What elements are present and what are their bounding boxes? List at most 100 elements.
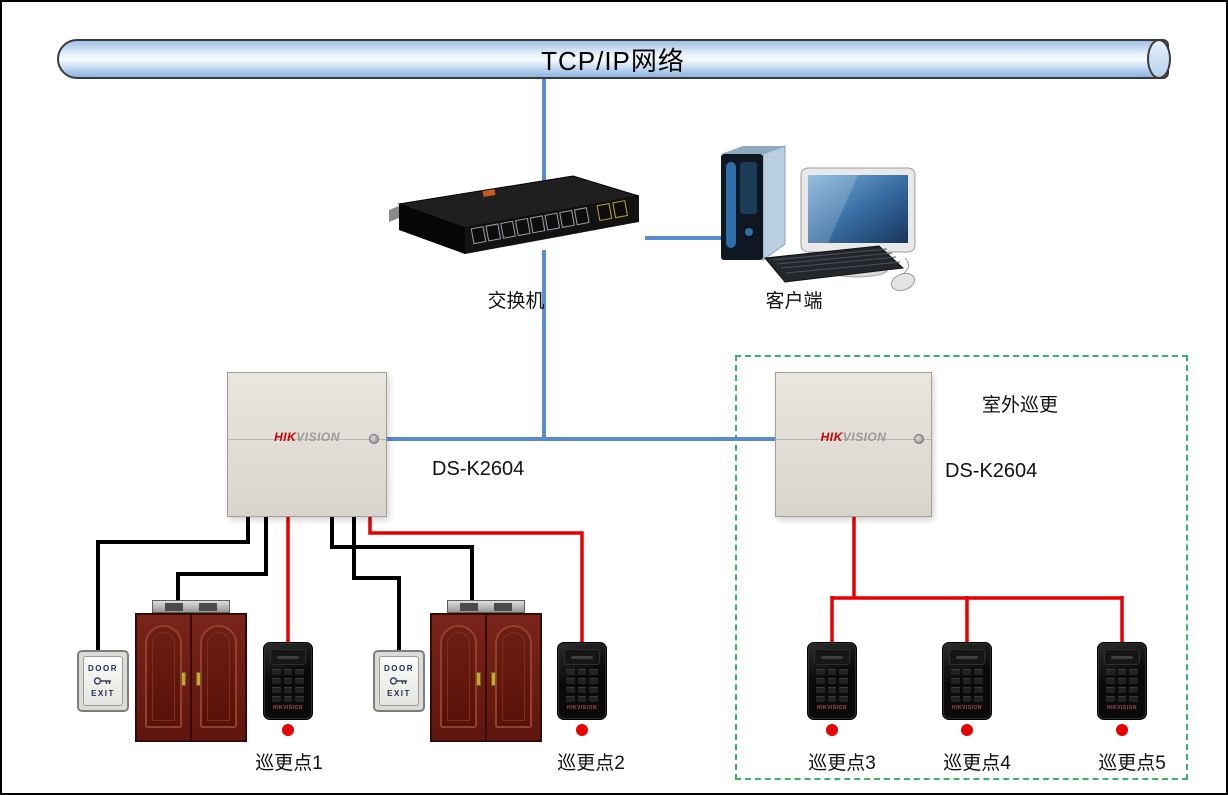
door-panel xyxy=(440,625,477,728)
patrol-dot-1 xyxy=(282,724,294,736)
patrol-dot-2 xyxy=(576,724,588,736)
red-wire-reader2 xyxy=(368,514,584,646)
door-handle xyxy=(476,672,481,686)
network-title: TCP/IP网络 xyxy=(541,45,685,76)
access-controller-left: HIKVISION xyxy=(227,372,387,517)
door-panel xyxy=(495,625,532,728)
patrol-dot-5 xyxy=(1116,724,1128,736)
reader-keypad xyxy=(272,669,304,702)
keypad-key xyxy=(283,678,293,684)
reader-slot xyxy=(955,656,979,659)
exit-button-exit-text: EXIT xyxy=(387,689,411,698)
reader-slot xyxy=(570,656,594,659)
card-reader-4: HIKVISION xyxy=(942,642,992,720)
keypad-key xyxy=(295,669,304,675)
keypad-key xyxy=(1129,678,1138,684)
keypad-key xyxy=(295,678,304,684)
exit-button-door-text: DOOR xyxy=(88,664,118,673)
keypad-key xyxy=(951,687,960,693)
reader-brand-text: HIKVISION xyxy=(816,705,848,711)
double-door-2 xyxy=(430,600,542,742)
black-wire-exit2 xyxy=(352,514,401,654)
card-reader-3: HIKVISION xyxy=(807,642,857,720)
controller-seam xyxy=(228,438,386,440)
logo-vision: VISION xyxy=(296,429,340,444)
keypad-key xyxy=(816,696,825,702)
tower-drive-bay xyxy=(740,162,757,214)
keypad-key xyxy=(577,669,587,675)
reader-keypad xyxy=(816,669,848,702)
reader-brand-text: HIKVISION xyxy=(272,705,304,711)
door-exit-button-1: DOOR EXIT xyxy=(77,650,129,712)
reader-slot xyxy=(820,656,844,659)
switch-left-face xyxy=(399,204,465,254)
pipe-end-cap xyxy=(1147,39,1171,79)
door-panel xyxy=(145,625,182,728)
keypad-key xyxy=(566,687,575,693)
client-label: 客户端 xyxy=(765,291,823,312)
maglock xyxy=(447,600,525,613)
outdoor-patrol-zone xyxy=(735,355,1188,780)
door-body xyxy=(135,613,247,742)
hikvision-logo: HIKVISION xyxy=(228,430,386,444)
door-exit-button-2: DOOR EXIT xyxy=(373,650,425,712)
tower-accent xyxy=(726,162,736,248)
keypad-key xyxy=(272,696,281,702)
controller-seam xyxy=(776,438,931,440)
keyboard-rows xyxy=(772,248,901,274)
keypad-key xyxy=(962,687,972,693)
keypad-key xyxy=(974,687,983,693)
maglock-plate xyxy=(199,603,217,611)
keypad-key xyxy=(1117,678,1127,684)
exit-button-plate: DOOR EXIT xyxy=(379,656,419,706)
controller-lock-knob xyxy=(369,433,379,444)
keypad-key xyxy=(1117,687,1127,693)
keypad-key xyxy=(589,678,598,684)
screen-gloss xyxy=(808,175,858,243)
door-panel xyxy=(200,625,237,728)
keypad-key xyxy=(951,696,960,702)
patrol-point-label-2: 巡更点2 xyxy=(557,753,625,774)
outdoor-zone-label: 室外巡更 xyxy=(981,395,1058,416)
keypad-key xyxy=(1117,696,1127,702)
controller-right-model: DS-K2604 xyxy=(945,460,1038,482)
keypad-key xyxy=(589,696,598,702)
keypad-key xyxy=(827,687,837,693)
reader-display xyxy=(564,649,600,665)
keypad-key xyxy=(1129,669,1138,675)
keypad-key xyxy=(962,696,972,702)
controller-left-model: DS-K2604 xyxy=(432,458,525,480)
keypad-key xyxy=(816,687,825,693)
card-reader-5: HIKVISION xyxy=(1097,642,1147,720)
patrol-point-label-3: 巡更点3 xyxy=(808,753,876,774)
door-handle xyxy=(181,672,186,686)
reader-keypad xyxy=(951,669,983,702)
switch-label: 交换机 xyxy=(487,291,545,312)
double-door-1 xyxy=(135,600,247,742)
keypad-key xyxy=(1129,696,1138,702)
keypad-key xyxy=(1106,687,1115,693)
keypad-key xyxy=(827,696,837,702)
keypad-key xyxy=(1106,669,1115,675)
keypad-key xyxy=(283,687,293,693)
keypad-key xyxy=(962,678,972,684)
reader-display xyxy=(270,649,306,665)
keypad-key xyxy=(827,678,837,684)
tower-power-button xyxy=(745,228,753,236)
keypad-key xyxy=(974,669,983,675)
maglock-plate xyxy=(460,603,478,611)
exit-button-exit-text: EXIT xyxy=(91,689,115,698)
switch-illustration xyxy=(389,175,640,254)
keypad-key xyxy=(577,678,587,684)
hikvision-logo: HIKVISION xyxy=(776,430,931,444)
reader-display xyxy=(949,649,985,665)
black-wire-door2 xyxy=(330,514,474,606)
patrol-point-label-4: 巡更点4 xyxy=(943,753,1011,774)
keypad-key xyxy=(951,669,960,675)
key-icon xyxy=(389,677,407,685)
reader-keypad xyxy=(1106,669,1138,702)
reader-slot xyxy=(276,656,300,659)
card-reader-2: HIKVISION xyxy=(557,642,607,720)
